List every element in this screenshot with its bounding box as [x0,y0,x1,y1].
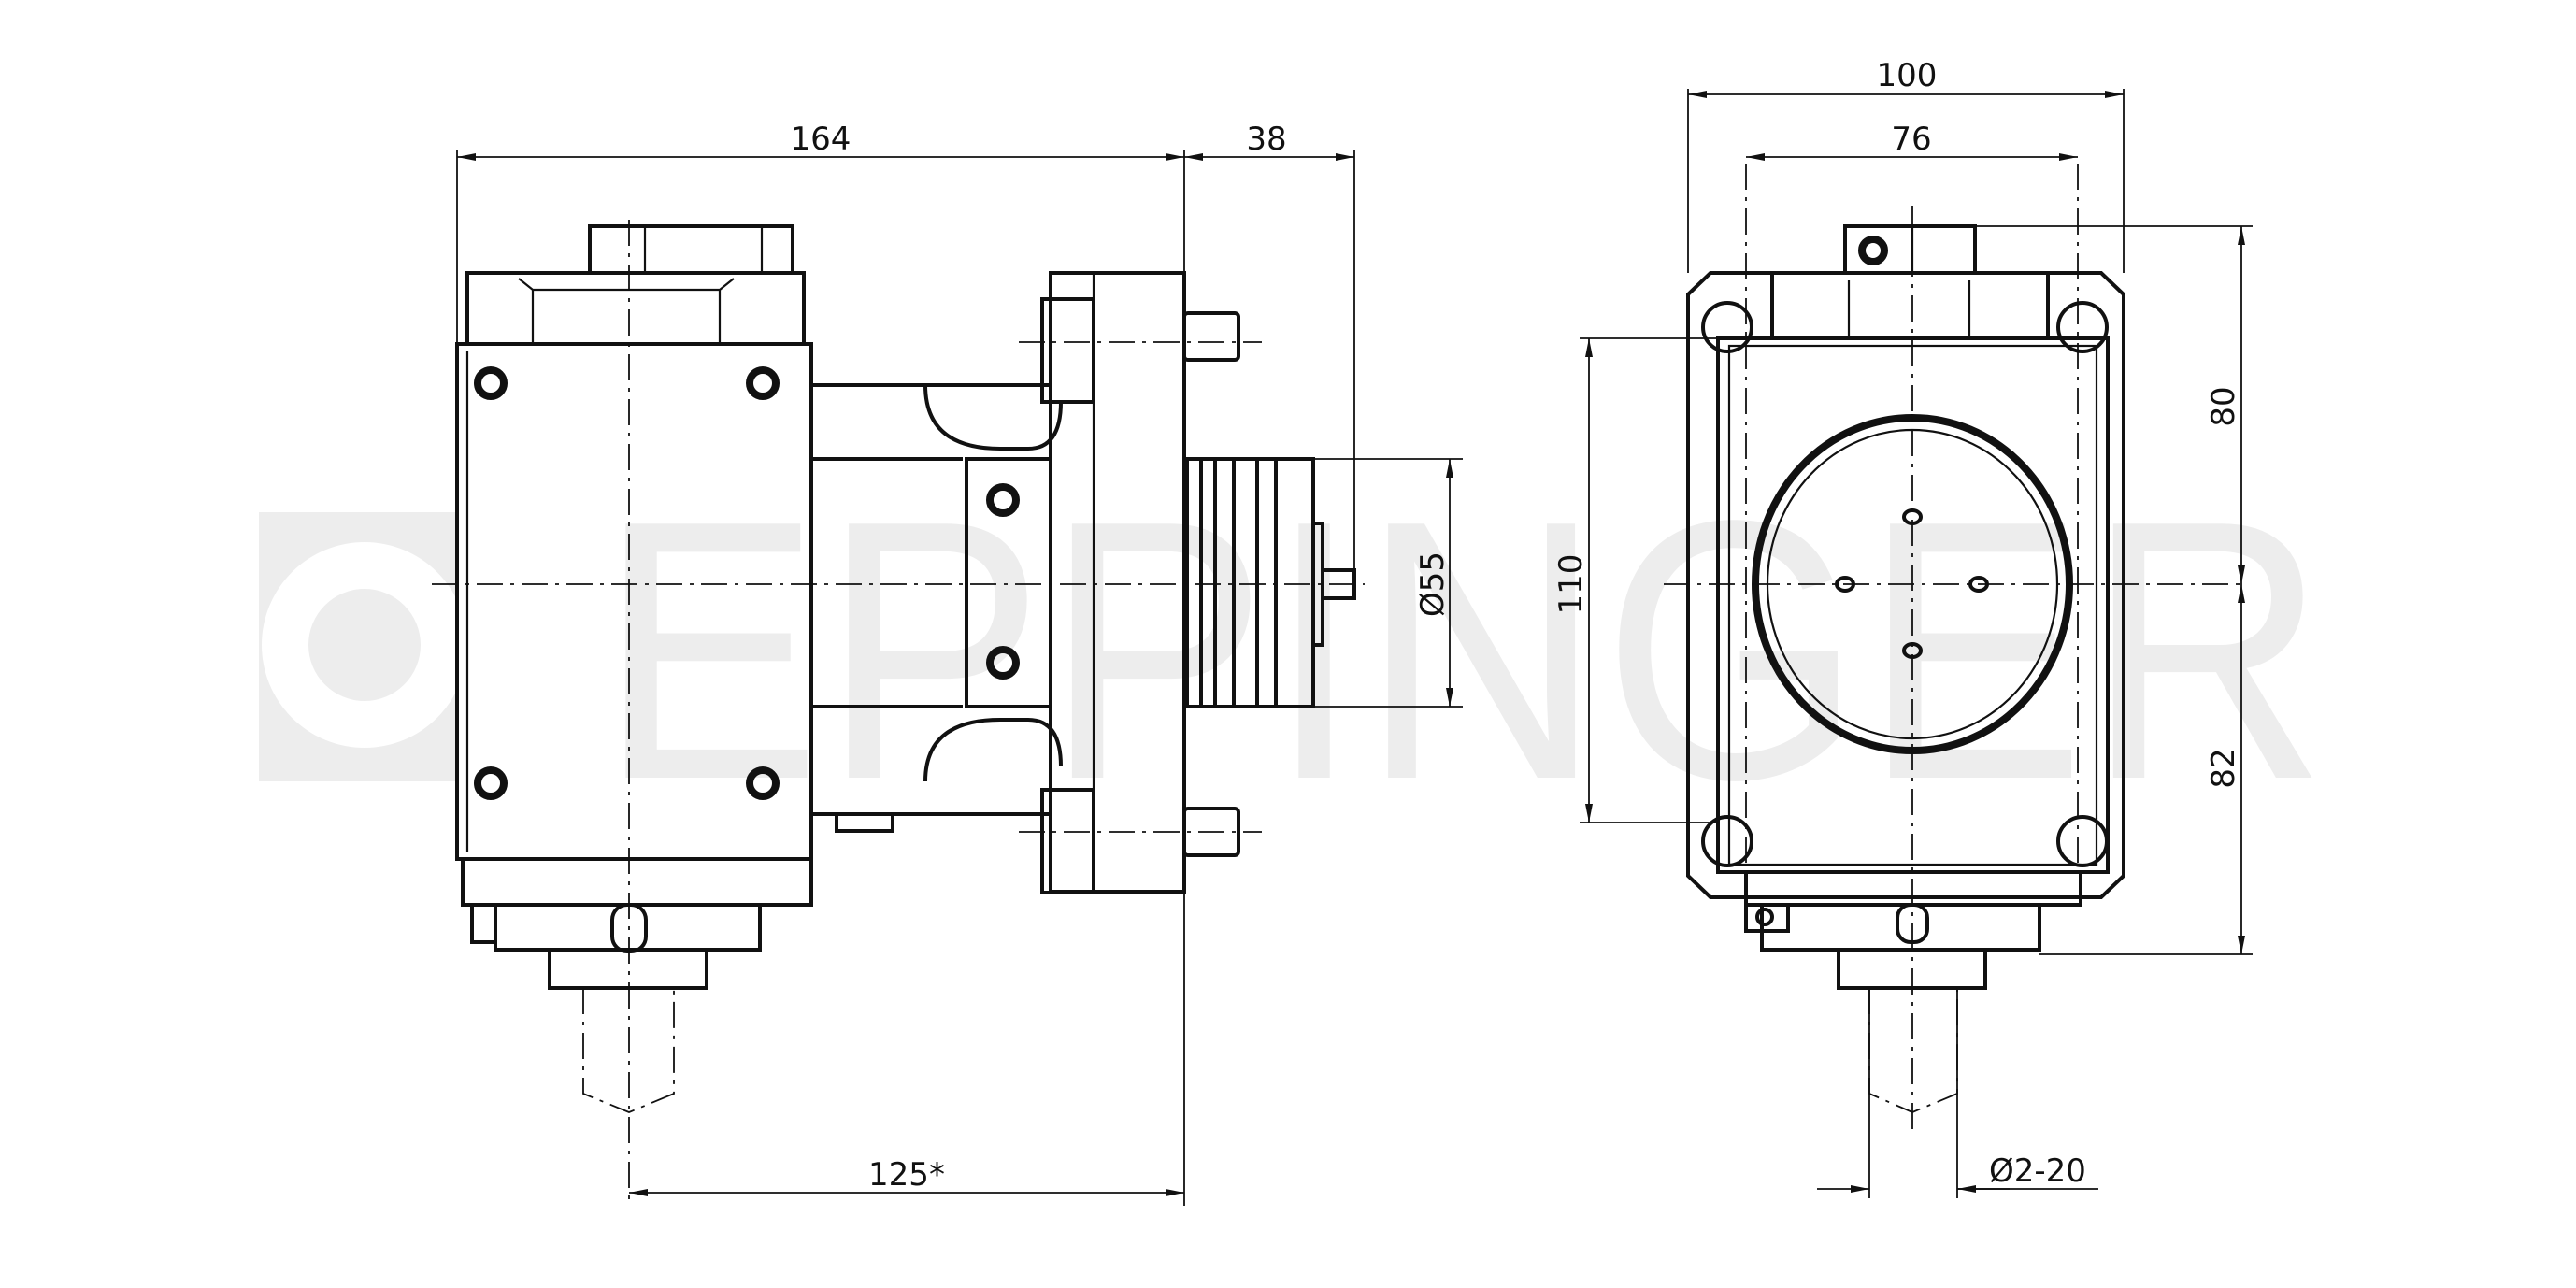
watermark-text: EPPINGER [598,443,2327,856]
dim-110: 110 [1553,554,1590,615]
dim-125: 125* [868,1156,945,1194]
dim-collet-range: Ø2-20 [1989,1152,2086,1190]
top-cap [465,271,806,346]
tool-outline [1868,988,1958,1113]
dim-82: 82 [2205,748,2242,788]
eppinger-watermark: EPPINGER [259,443,2327,856]
housing-arms [811,383,1051,816]
dim-80: 80 [2205,386,2242,426]
side-view: 164 38 125* Ø55 [432,121,1463,1206]
bolt-holes [474,366,1020,800]
dim-164: 164 [791,121,852,158]
dim-100: 100 [1877,57,1938,94]
dim-diameter-55: Ø55 [1414,551,1452,617]
watermark-logo-inner [308,589,421,701]
front-view: 100 76 110 80 82 Ø2-20 [1553,57,2253,1198]
tool-outline [582,988,675,1113]
dim-76: 76 [1891,121,1931,158]
dim-38: 38 [1246,121,1286,158]
